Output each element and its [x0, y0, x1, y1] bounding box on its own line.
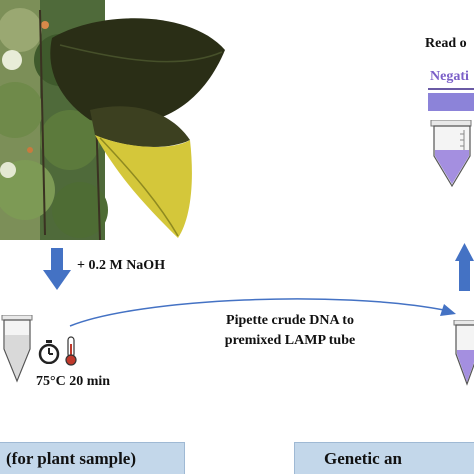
negative-label: Negati [430, 69, 469, 84]
pipette-line-2: premixed LAMP tube [224, 333, 356, 348]
plant-sample-panel-label: (for plant sample) [6, 449, 137, 468]
incubation-label: 75°C 20 min [36, 374, 111, 389]
naoh-label: + 0.2 M NaOH [77, 258, 166, 273]
transfer-curve-arrow [69, 298, 456, 327]
leaf-photo [0, 0, 230, 240]
genetic-analysis-panel-label: Genetic an [324, 449, 402, 468]
result-tube-icon [430, 120, 472, 188]
negative-badge [428, 68, 474, 90]
pipette-instruction: Pipette crude DNA to premixed LAMP tube [205, 311, 375, 351]
plant-sample-panel [0, 442, 185, 474]
thermometer-icon [65, 336, 77, 366]
read-out-label: Read o [425, 36, 467, 51]
genetic-analysis-panel [294, 442, 474, 474]
down-arrow-icon [43, 248, 71, 290]
negative-color-bar [428, 93, 474, 111]
left-tube-icon [1, 315, 33, 383]
pipette-line-1: Pipette crude DNA to [226, 313, 354, 328]
up-arrow-icon [455, 243, 474, 291]
stopwatch-icon [38, 340, 60, 364]
lamp-tube-icon [453, 320, 474, 386]
